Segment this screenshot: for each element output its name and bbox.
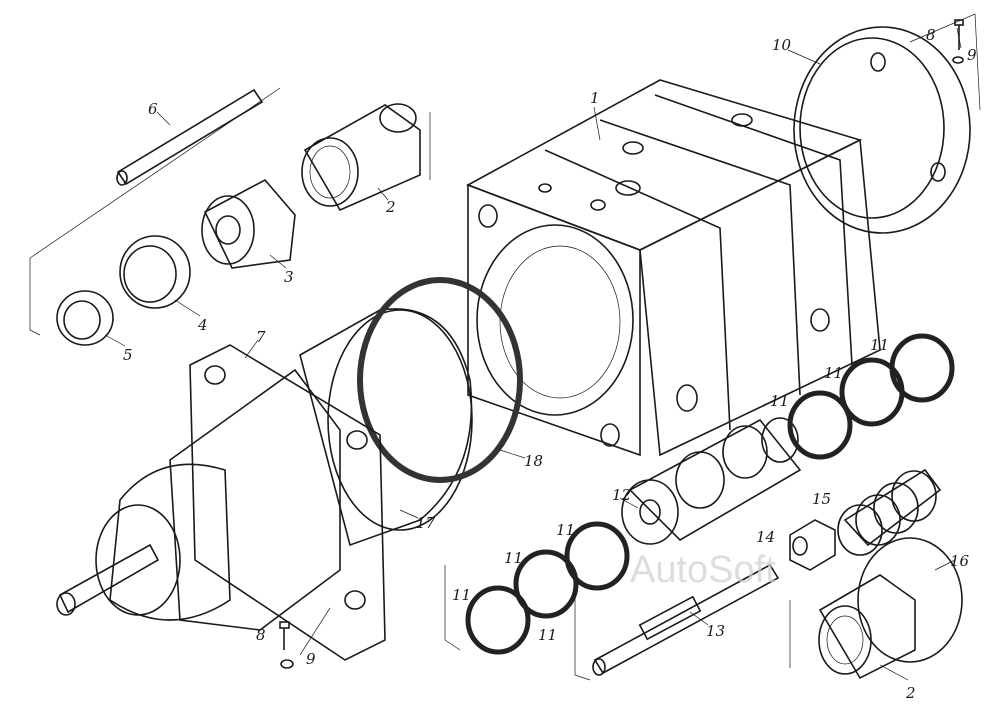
callout-11-c: 11 xyxy=(770,392,789,410)
callout-11-e: 11 xyxy=(504,549,523,567)
motor-body xyxy=(56,277,523,661)
sleeve xyxy=(201,178,296,269)
callout-11-f: 11 xyxy=(538,626,557,644)
callout-2-top: 2 xyxy=(385,198,396,216)
bolt-washer-top xyxy=(909,13,981,111)
leader-lines xyxy=(104,49,956,681)
callout-11-d: 11 xyxy=(556,521,575,539)
callout-4: 4 xyxy=(197,316,208,334)
callout-16: 16 xyxy=(950,552,970,570)
callout-11-g: 11 xyxy=(452,586,471,604)
watermark-text: AutoSoft xyxy=(630,549,776,591)
callout-10: 10 xyxy=(772,36,792,54)
bushing-bottom xyxy=(818,537,963,680)
callout-9-top: 9 xyxy=(967,46,977,64)
bolt-washer-bottom xyxy=(279,621,294,669)
callout-1: 1 xyxy=(590,89,600,107)
callout-9-bottom: 9 xyxy=(306,650,316,668)
callout-7: 7 xyxy=(256,328,266,346)
callout-11-a: 11 xyxy=(870,336,889,354)
nut xyxy=(789,519,836,571)
callout-12: 12 xyxy=(612,486,631,504)
callout-15: 15 xyxy=(812,490,831,508)
callout-13: 13 xyxy=(706,622,725,640)
callout-14: 14 xyxy=(756,528,775,546)
end-cover-plate xyxy=(793,26,971,234)
rod xyxy=(116,88,264,186)
callout-labels: 1 2 2 3 4 5 6 7 8 8 9 9 10 11 11 11 11 1… xyxy=(123,26,977,702)
callout-18: 18 xyxy=(524,452,543,470)
rotor-stack xyxy=(621,417,802,545)
ring-5 xyxy=(56,290,114,346)
callout-8-top: 8 xyxy=(926,26,936,44)
callout-5: 5 xyxy=(123,346,133,364)
callout-6: 6 xyxy=(148,100,158,118)
bushing-top xyxy=(301,103,421,212)
seal-rings xyxy=(465,333,955,655)
drive-shaft xyxy=(592,563,780,676)
callout-17: 17 xyxy=(416,514,436,532)
spring xyxy=(837,468,942,556)
callout-11-b: 11 xyxy=(824,364,843,382)
callout-8-bottom: 8 xyxy=(256,626,266,644)
callout-2-bottom: 2 xyxy=(905,684,916,702)
callout-3: 3 xyxy=(284,268,294,286)
housing-block xyxy=(466,79,881,457)
ring-4 xyxy=(119,235,191,309)
